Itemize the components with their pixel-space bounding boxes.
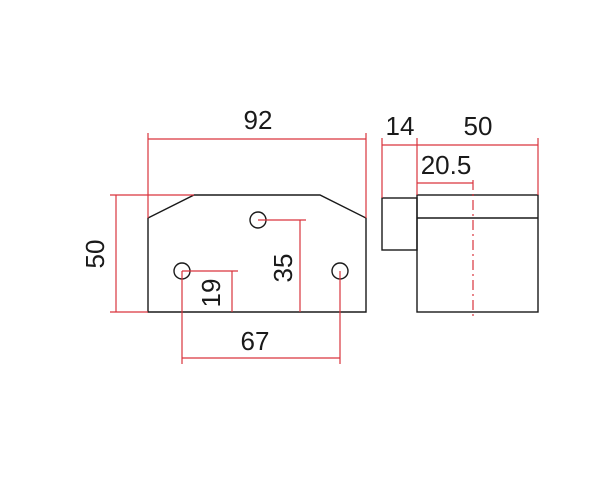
side-view-body <box>416 194 539 313</box>
dimension-label-92: 92 <box>244 105 273 135</box>
dimension-label-35: 35 <box>268 254 298 283</box>
dimension-label-50-width: 50 <box>464 111 493 141</box>
dimension-label-67: 67 <box>241 326 270 356</box>
front-view <box>147 194 367 313</box>
dimension-label-50-height: 50 <box>80 240 110 269</box>
dimension-label-19: 19 <box>196 279 226 308</box>
dimension-hole-height-35 <box>258 219 306 312</box>
side-view-protrusion <box>381 197 418 251</box>
dimension-hole-spacing <box>181 271 341 364</box>
side-view <box>381 180 539 318</box>
dimension-hole-height-19 <box>182 270 238 312</box>
dimension-label-14: 14 <box>386 111 415 141</box>
dimension-overall-height <box>110 194 194 313</box>
dimension-label-20-5: 20.5 <box>421 150 472 180</box>
dimension-overall-width <box>147 133 367 218</box>
dimension-protrusion-width <box>381 138 538 198</box>
